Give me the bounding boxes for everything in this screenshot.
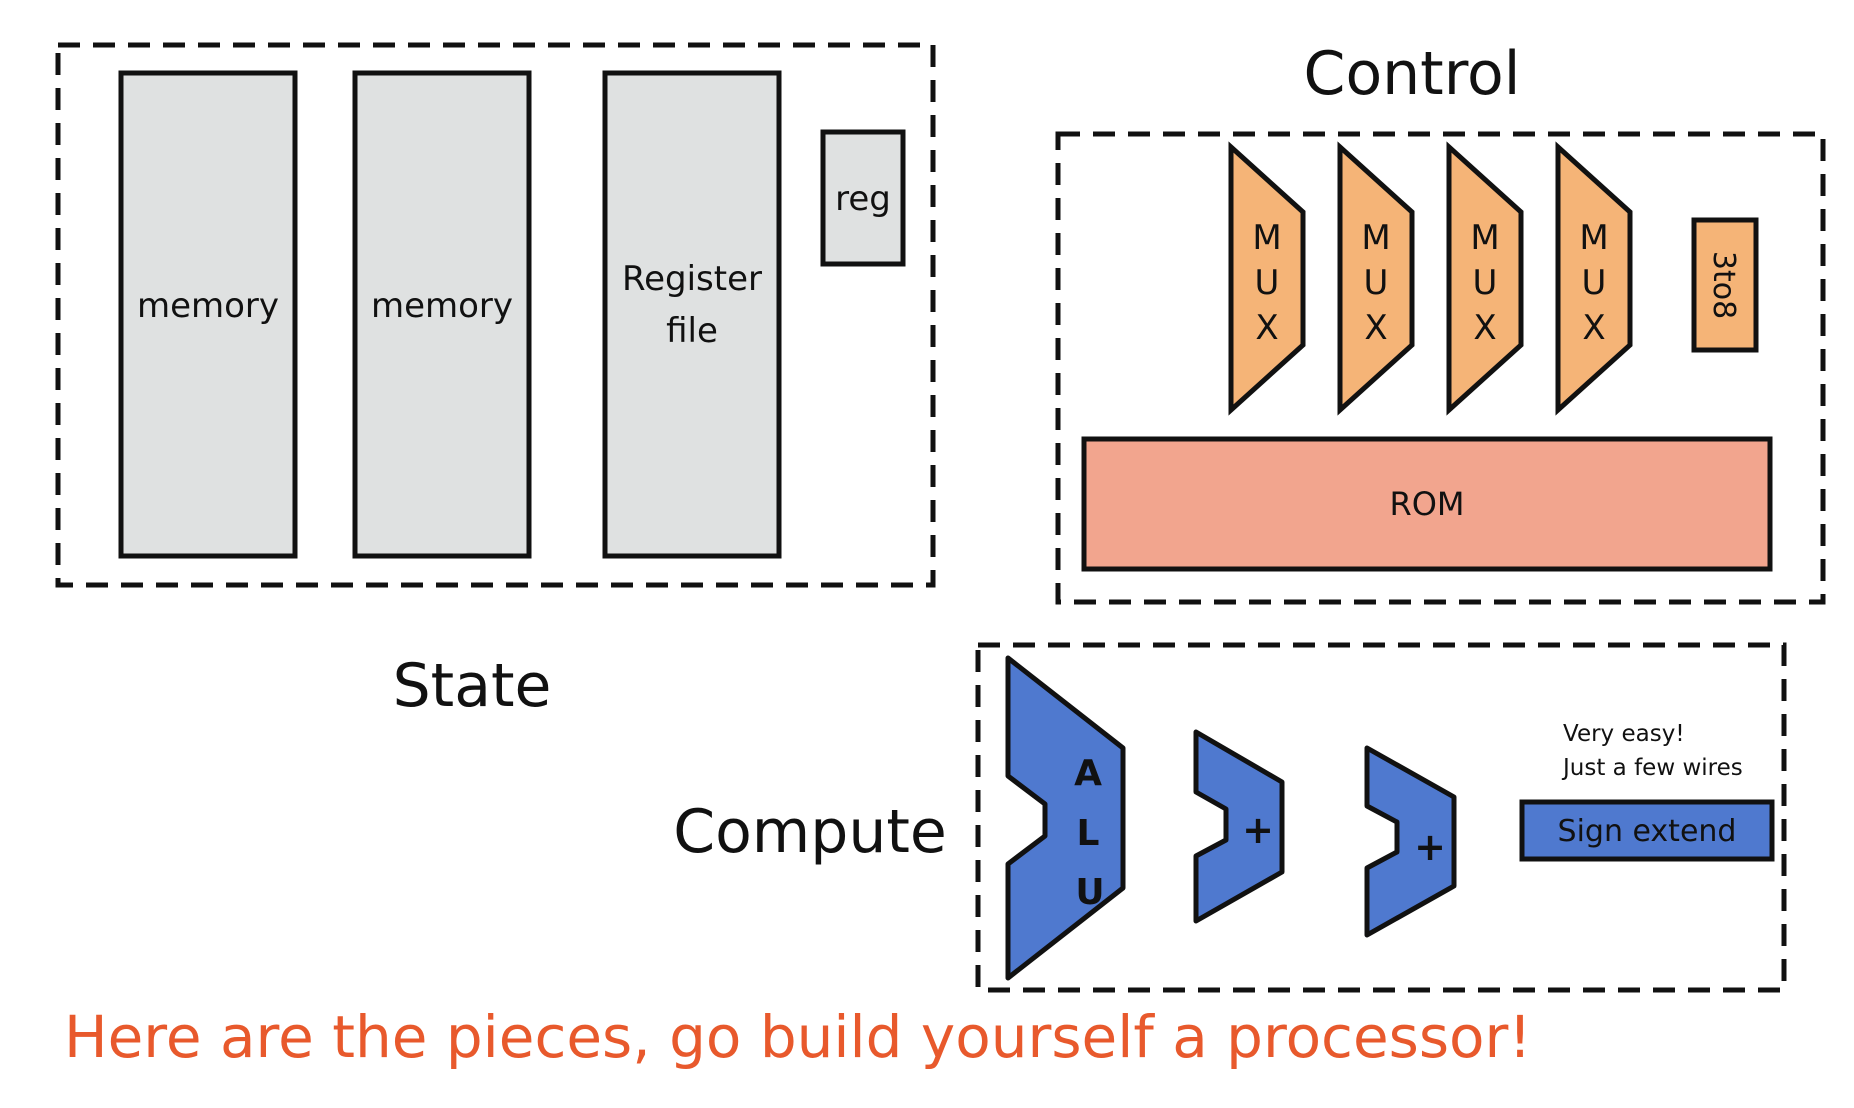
mux-4-shape <box>1555 141 1633 416</box>
reg-label: reg <box>835 179 891 219</box>
mux-3-letter-m: M <box>1470 218 1499 258</box>
state-dashed-border <box>55 42 936 588</box>
memory-label-2: memory <box>371 286 513 326</box>
mux-1-letter-m: M <box>1252 218 1281 258</box>
mux-4-letter-u: U <box>1582 263 1607 303</box>
alu: A L U <box>1005 655 1126 981</box>
note-line-1: Very easy! <box>1563 721 1685 747</box>
caption-text: Here are the pieces, go build yourself a… <box>64 1003 1532 1071</box>
mux-3: M U X <box>1446 141 1524 416</box>
decoder-3to8-label: 3to8 <box>1706 251 1741 319</box>
adder-2-plus-label: + <box>1414 825 1446 869</box>
register-file-block <box>602 70 782 559</box>
decoder-3to8-block <box>1691 217 1759 353</box>
reg-block <box>820 129 906 267</box>
adder-1-plus-label: + <box>1242 808 1274 852</box>
memory-label-1: memory <box>137 286 279 326</box>
mux-4-letter-m: M <box>1579 218 1608 258</box>
rom-block <box>1081 436 1773 572</box>
alu-letter-u: U <box>1075 872 1104 913</box>
mux-4: M U X <box>1555 141 1633 416</box>
rom-label: ROM <box>1389 485 1464 523</box>
memory-block-1 <box>118 70 298 559</box>
sign-extend-label: Sign extend <box>1558 814 1737 849</box>
mux-4-letter-x: X <box>1582 308 1605 348</box>
mux-1-letter-u: U <box>1255 263 1280 303</box>
alu-letter-a: A <box>1074 753 1102 794</box>
state-title: State <box>393 651 552 721</box>
mux-2-shape <box>1337 141 1415 416</box>
adder-2-shape <box>1364 745 1457 938</box>
mux-3-shape <box>1446 141 1524 416</box>
mux-2-letter-u: U <box>1364 263 1389 303</box>
adder-1-shape <box>1193 729 1285 924</box>
mux-3-letter-u: U <box>1473 263 1498 303</box>
memory-block-2 <box>352 70 532 559</box>
mux-1-letter-x: X <box>1255 308 1278 348</box>
mux-1-shape <box>1228 141 1306 416</box>
mux-1: M U X <box>1228 141 1306 416</box>
mux-3-letter-x: X <box>1473 308 1496 348</box>
state-section: memory memory Register file reg State <box>55 42 936 721</box>
register-file-label-line1: Register <box>622 259 762 299</box>
control-dashed-border <box>1055 131 1826 605</box>
mux-2: M U X <box>1337 141 1415 416</box>
compute-title: Compute <box>673 797 947 867</box>
mux-2-letter-m: M <box>1361 218 1390 258</box>
note-line-2: Just a few wires <box>1561 755 1743 781</box>
compute-dashed-border <box>975 642 1787 993</box>
compute-section: Compute A L U + + Very easy! Just a few … <box>673 642 1787 993</box>
control-title: Control <box>1304 39 1521 109</box>
sign-extend-block <box>1519 799 1775 862</box>
alu-shape <box>1005 655 1126 981</box>
mux-2-letter-x: X <box>1364 308 1387 348</box>
adder-1: + <box>1193 729 1285 924</box>
alu-letter-l: L <box>1077 813 1100 854</box>
control-section: Control M U X M U X M U X M U X <box>1055 39 1826 605</box>
adder-2: + <box>1364 745 1457 938</box>
register-file-label-line2: file <box>666 311 718 351</box>
